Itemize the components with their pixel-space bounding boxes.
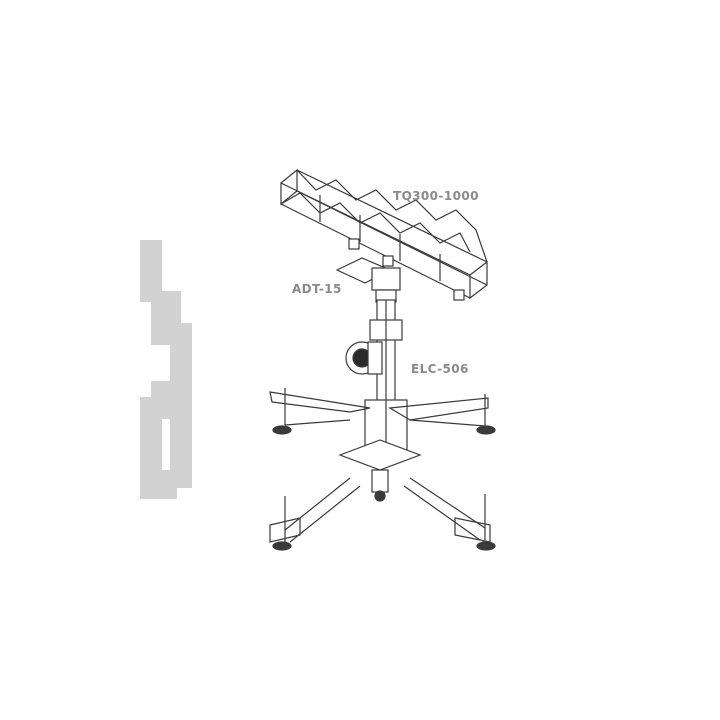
lift-tower — [338, 299, 422, 502]
truss-segment — [280, 168, 488, 301]
tower-label: ELC-506 — [411, 362, 469, 376]
truss-label: TQ300-1000 — [393, 189, 479, 203]
outrigger-base — [269, 388, 496, 551]
adapter-bracket — [335, 257, 401, 303]
brand-logo — [140, 240, 192, 499]
adapter-label: ADT-15 — [292, 282, 342, 296]
